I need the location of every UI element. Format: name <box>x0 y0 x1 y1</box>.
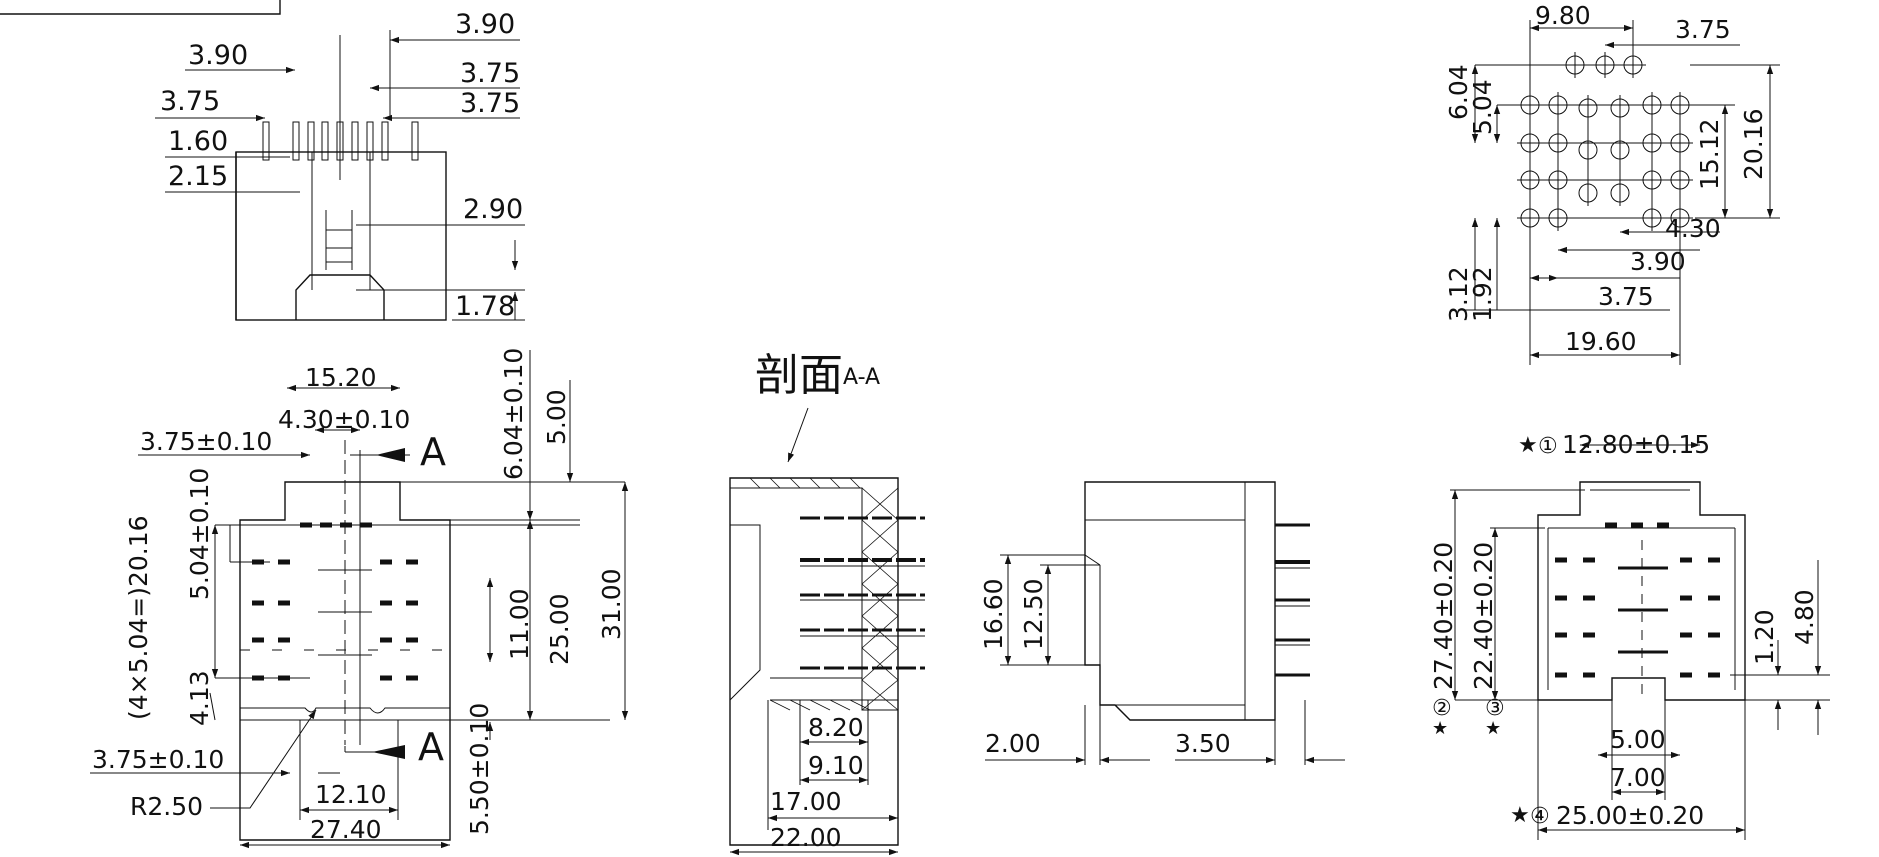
dim-label: 3.75 <box>460 88 520 119</box>
star-marker: ★ <box>1432 718 1448 739</box>
dim-label: 2.00 <box>985 729 1041 758</box>
front-view-body <box>239 481 451 841</box>
side-view-pins <box>1275 523 1310 677</box>
dim-label: 12.50 <box>1019 578 1048 650</box>
dim-label: 27.40 <box>310 815 382 844</box>
marker-3: ③ <box>1485 696 1505 721</box>
side-view-body <box>1084 481 1276 721</box>
dim-label: 3.50 <box>1175 729 1231 758</box>
dim-label: 16.60 <box>979 578 1008 650</box>
front-view-pins <box>240 522 460 681</box>
dim-label: 4.30 <box>1665 214 1721 243</box>
dim-label: 3.12 <box>1444 266 1473 322</box>
dim-label: 27.40±0.20 <box>1429 542 1458 690</box>
dim-label: 15.12 <box>1695 118 1724 190</box>
dim-label: 11.00 <box>505 588 534 660</box>
top-view-body <box>235 151 447 321</box>
dim-label: 3.75±0.10 <box>92 745 224 774</box>
dim-label: 2.15 <box>168 161 228 192</box>
marker-1: ① <box>1538 434 1558 459</box>
dim-label: 4.80 <box>1790 589 1819 645</box>
dim-label: 25.00±0.20 <box>1556 801 1704 830</box>
dim-label: 1.60 <box>168 126 228 157</box>
dim-label: 12.10 <box>315 780 387 809</box>
view-top-left: 3.90 3.90 3.75 3.75 3.75 1.60 2.15 2.90 … <box>155 9 525 322</box>
dim-label: 12.80±0.15 <box>1562 430 1710 459</box>
dim-label: 7.00 <box>1610 763 1666 792</box>
dim-label: (4×5.04=)20.16 <box>124 515 153 720</box>
dim-label: 3.75 <box>1598 282 1654 311</box>
dim-label: 19.60 <box>1565 327 1637 356</box>
dim-label: 5.00 <box>542 389 571 445</box>
view-section-aa: 剖面 A-A <box>729 350 925 856</box>
dim-label: 3.75 <box>460 58 520 89</box>
dim-label: 1.92 <box>1468 266 1497 322</box>
dim-label: 22.40±0.20 <box>1469 542 1498 690</box>
view-rear: ★ ① 12.80±0.15 27.40±0.20 22.40±0.20 ② ★… <box>1429 430 1830 840</box>
section-pins <box>800 516 925 670</box>
title-box-edge <box>0 0 281 15</box>
dim-label: 3.90 <box>188 40 248 71</box>
dim-label: 20.16 <box>1739 108 1768 180</box>
section-title-suffix: A-A <box>843 365 880 390</box>
dim-label: 5.04 <box>1468 79 1497 135</box>
dim-label: 3.75±0.10 <box>140 427 272 456</box>
dim-label: 5.00 <box>1610 725 1666 754</box>
dim-label: 2.90 <box>463 194 523 225</box>
dim-label: 1.78 <box>455 291 515 322</box>
dim-label: 5.50±0.10 <box>465 703 494 835</box>
dim-label: 3.90 <box>455 9 515 40</box>
marker-4: ④ <box>1530 804 1550 829</box>
dim-label: 15.20 <box>305 363 377 392</box>
section-mark-top: A <box>420 430 446 474</box>
dim-label: 4.30±0.10 <box>278 405 410 434</box>
pcb-holes <box>1517 52 1693 231</box>
section-title: 剖面 <box>755 350 843 401</box>
dim-label: 22.00 <box>770 823 842 852</box>
dim-label: 17.00 <box>770 787 842 816</box>
dim-label: 3.75 <box>160 86 220 117</box>
dim-label: 8.20 <box>808 713 864 742</box>
section-body <box>729 477 899 846</box>
view-side: 16.60 12.50 2.00 3.50 <box>979 481 1345 765</box>
dim-label: 3.90 <box>1630 247 1686 276</box>
dim-label: 6.04±0.10 <box>499 348 528 480</box>
dim-label: 9.10 <box>808 751 864 780</box>
dim-label: 1.20 <box>1750 609 1779 665</box>
marker-2: ② <box>1432 696 1452 721</box>
dim-label: 25.00 <box>545 593 574 665</box>
view-front: A A 15.20 4.30±0.10 3.75±0.10 6.04±0.10 … <box>90 348 629 849</box>
dim-label: 6.04 <box>1444 64 1473 120</box>
star-marker: ★ <box>1510 803 1530 828</box>
star-marker: ★ <box>1485 718 1501 739</box>
dim-label: 5.04±0.10 <box>185 468 214 600</box>
view-pcb-pattern: 9.80 3.75 6.04 5.04 15.12 20.16 4.30 3.9… <box>1444 1 1780 365</box>
section-mark-bottom: A <box>418 725 444 769</box>
star-marker: ★ <box>1518 433 1538 458</box>
dim-label: 9.80 <box>1535 1 1591 30</box>
dim-label: 4.13 <box>185 670 214 726</box>
rear-view-pins <box>1555 522 1730 700</box>
dim-label: 3.75 <box>1675 15 1731 44</box>
dim-label: R2.50 <box>130 792 203 821</box>
dim-label: 31.00 <box>597 568 626 640</box>
